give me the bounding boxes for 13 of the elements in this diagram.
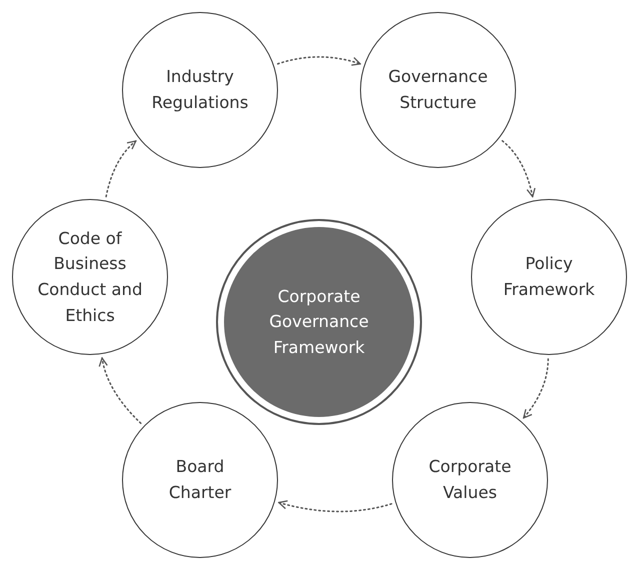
- circle-label: Policy Framework: [502, 253, 596, 301]
- dotted-arrow: [502, 140, 536, 198]
- dotted-arrow: [522, 358, 549, 419]
- dotted-arrow: [98, 357, 142, 424]
- circle-label: Industry Regulations: [150, 66, 250, 114]
- circle-label: Board Charter: [168, 456, 232, 504]
- circle-label: Governance Structure: [387, 66, 489, 114]
- dotted-arrow: [105, 140, 137, 198]
- dotted-arrow: [278, 500, 392, 512]
- circle-label: Code of Business Conduct and Ethics: [36, 228, 144, 327]
- dotted-arrow: [276, 56, 362, 66]
- circle-label: Corporate Governance Framework: [268, 286, 370, 359]
- circle-label: Corporate Values: [428, 456, 512, 504]
